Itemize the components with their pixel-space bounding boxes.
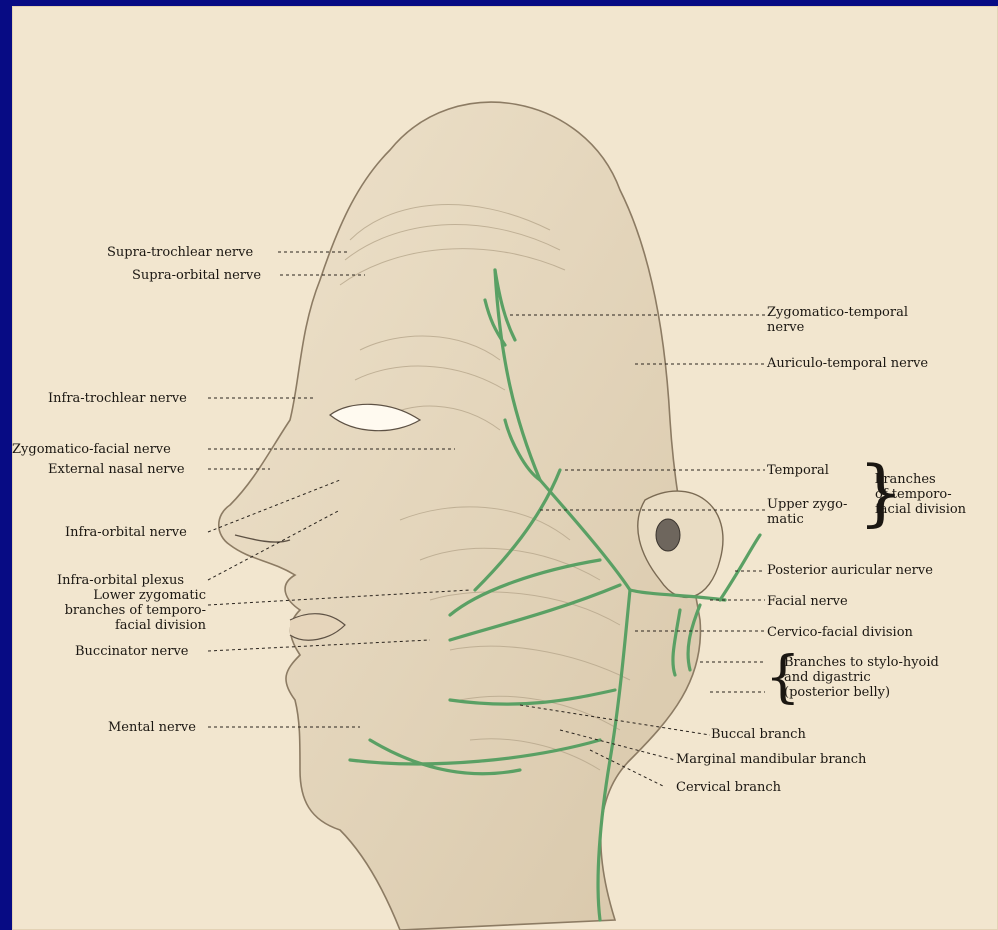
label-zygomatico-temporal-line-2: nerve [767,320,908,335]
label-stylo-hyoid-line-3: (posterior belly) [784,685,939,700]
label-branches-group: branches of temporo- facial division [875,472,966,517]
label-cervical-branch: Cervical branch [676,780,781,795]
label-lower-zygomatic: Lower zygomatic branches of temporo- fac… [41,588,206,633]
label-supra-orbital: Supra-orbital nerve [132,268,261,283]
label-branches-group-line-3: facial division [875,502,966,517]
label-upper-zygomatic: Upper zygo- matic [767,497,847,527]
label-cervico-facial: Cervico-facial division [767,625,913,640]
label-auriculo-temporal: Auriculo-temporal nerve [767,356,928,371]
label-buccal-branch: Buccal branch [711,727,806,742]
label-upper-zygomatic-line-2: matic [767,512,847,527]
head-outline [219,102,701,930]
label-upper-zygomatic-line-1: Upper zygo- [767,497,847,512]
label-branches-group-line-2: of temporo- [875,487,966,502]
label-mental: Mental nerve [108,720,196,735]
label-stylo-hyoid: Branches to stylo-hyoid and digastric (p… [784,655,939,700]
label-stylo-hyoid-line-1: Branches to stylo-hyoid [784,655,939,670]
label-temporal: Temporal [767,463,829,478]
label-posterior-auricular: Posterior auricular nerve [767,563,933,578]
label-zygomatico-temporal-line-1: Zygomatico-temporal [767,305,908,320]
label-supra-trochlear: Supra-trochlear nerve [107,245,253,260]
ear-canal [656,519,680,551]
label-zygomatico-temporal: Zygomatico-temporal nerve [767,305,908,335]
label-marginal-mandibular: Marginal mandibular branch [676,752,866,767]
label-zygomatico-facial: Zygomatico-facial nerve [12,442,171,457]
label-lower-zygomatic-line-3: facial division [41,618,206,633]
label-lower-zygomatic-line-1: Lower zygomatic [41,588,206,603]
label-facial-nerve: Facial nerve [767,594,848,609]
label-branches-group-line-1: branches [875,472,966,487]
label-stylo-hyoid-line-2: and digastric [784,670,939,685]
label-infra-orbital-plexus: Infra-orbital plexus [57,573,184,588]
label-buccinator: Buccinator nerve [75,644,188,659]
label-external-nasal: External nasal nerve [48,462,185,477]
label-infra-orbital: Infra-orbital nerve [65,525,187,540]
label-infra-trochlear: Infra-trochlear nerve [48,391,187,406]
label-lower-zygomatic-line-2: branches of temporo- [41,603,206,618]
